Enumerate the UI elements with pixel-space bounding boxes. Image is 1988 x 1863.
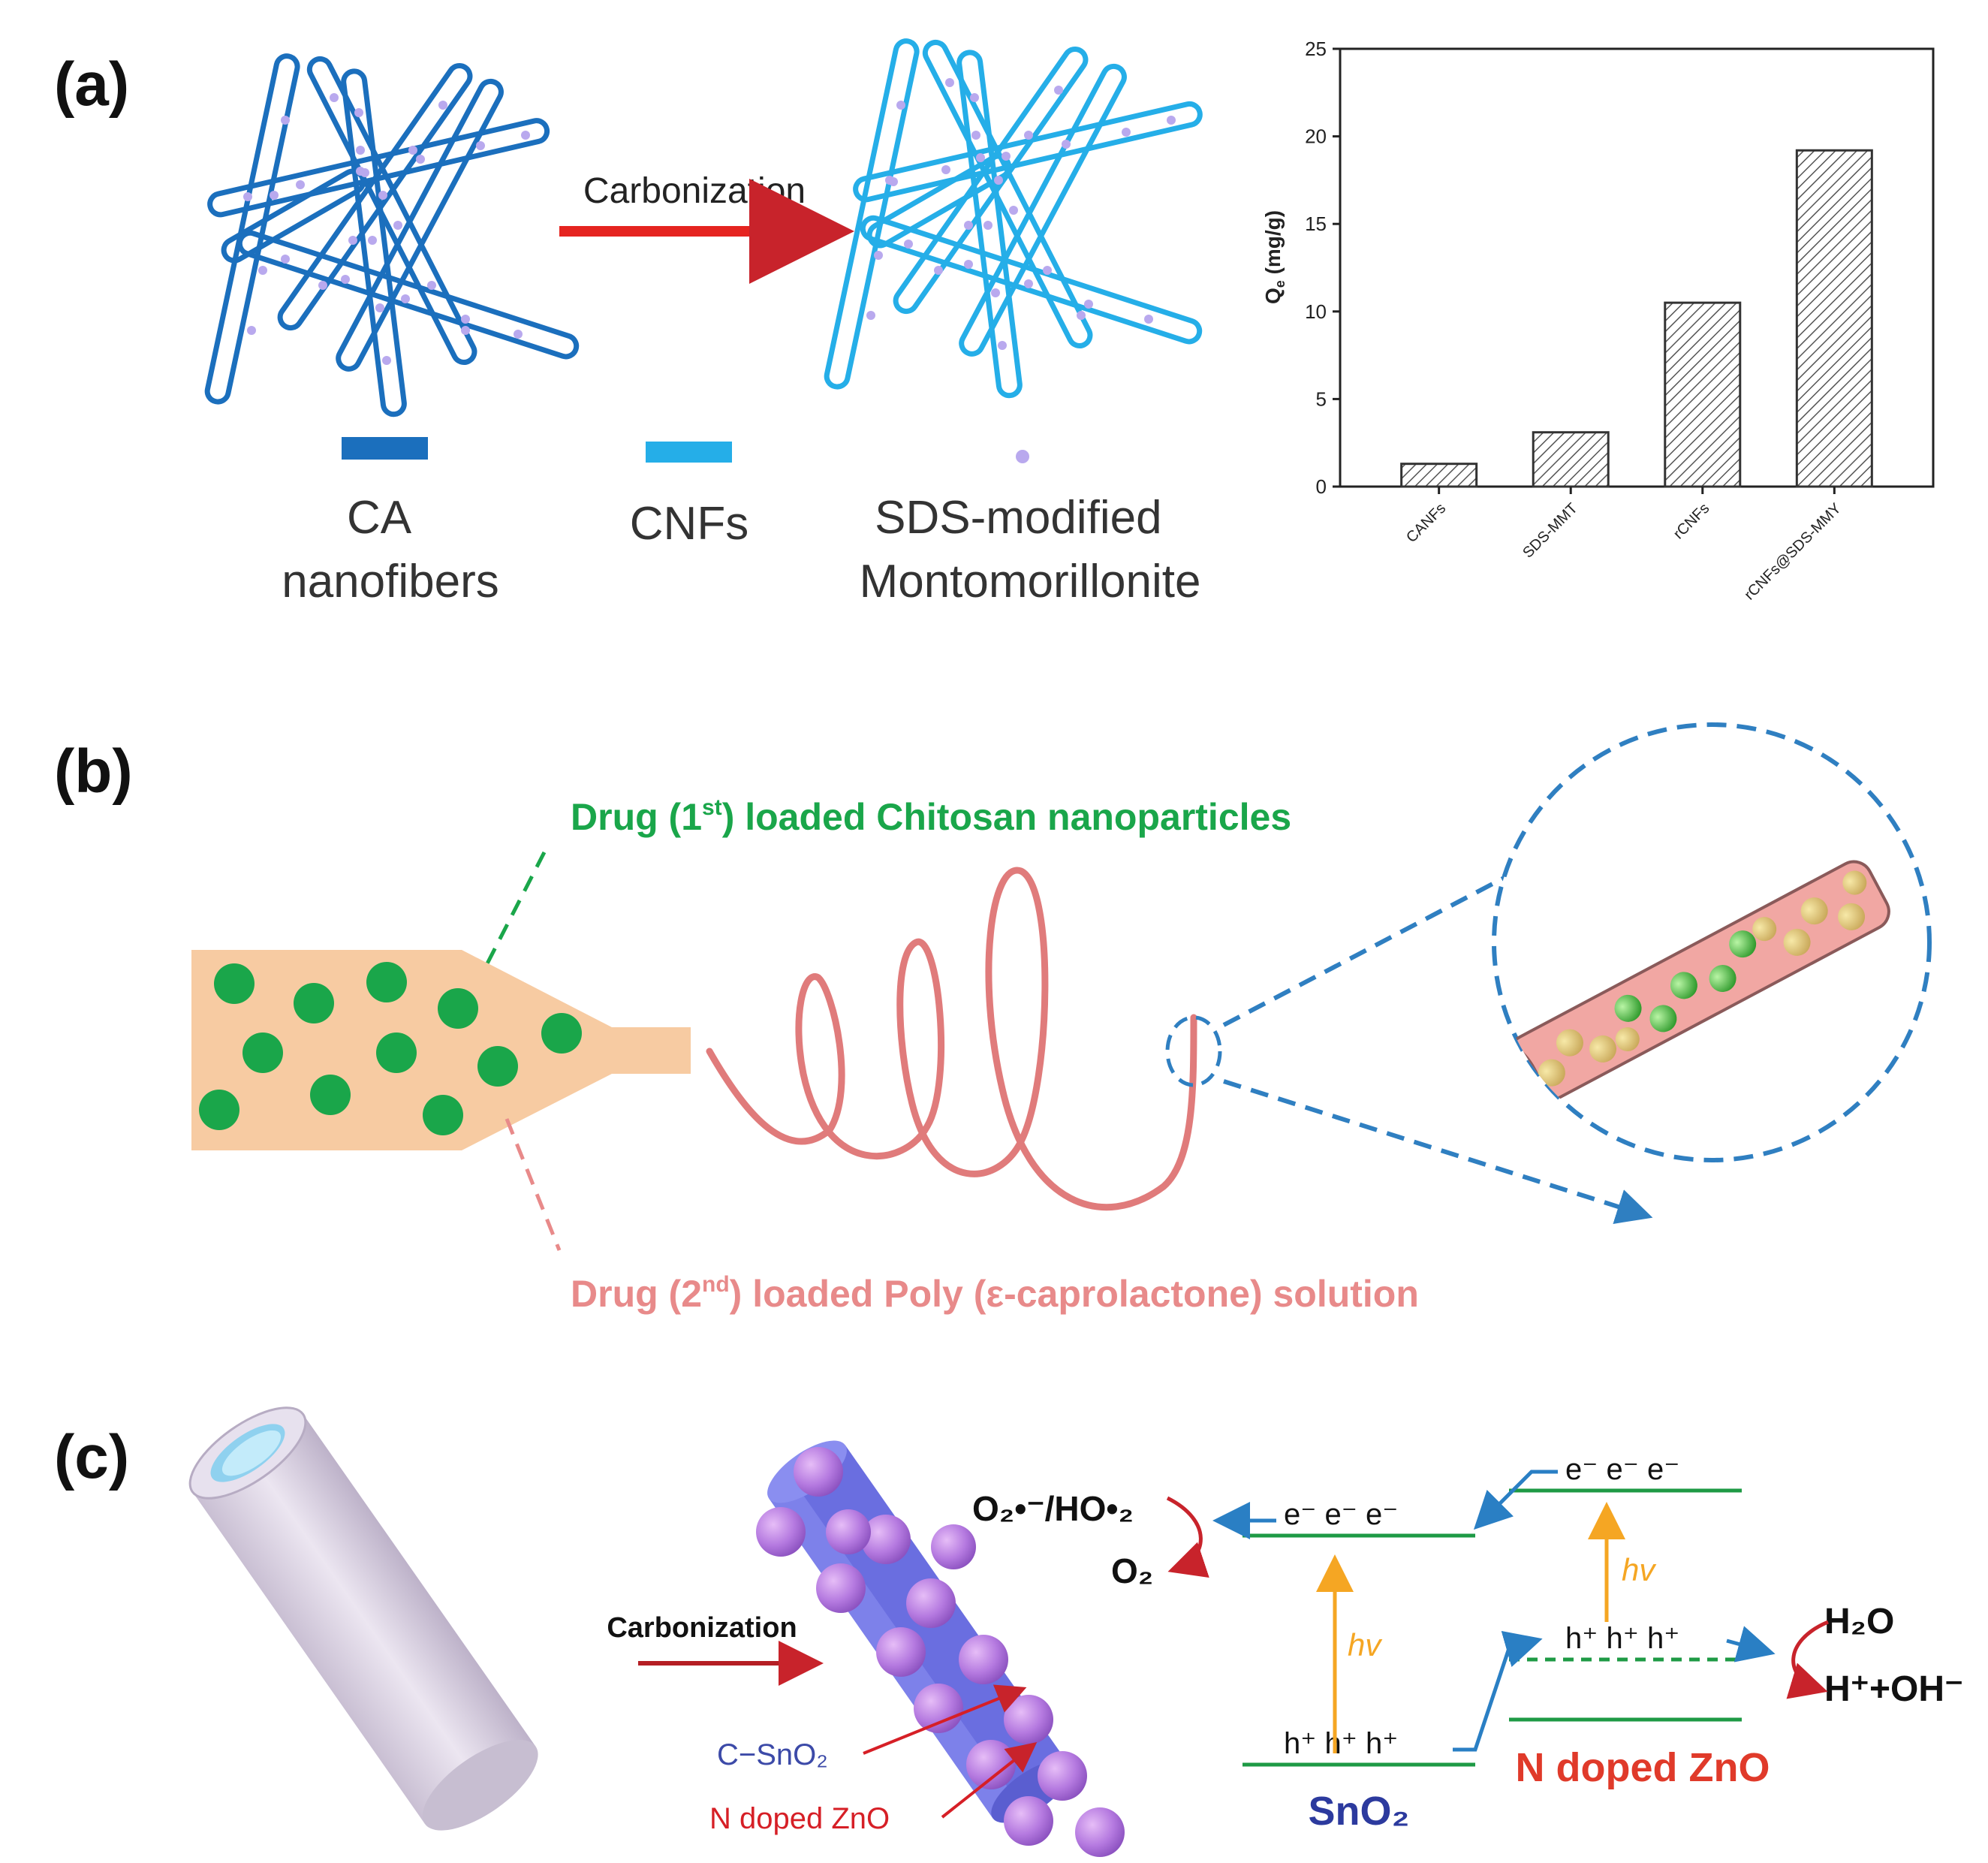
- csno2-callout-line: [863, 1684, 1027, 1755]
- oxygen-reduction-arrow: [1166, 1496, 1209, 1578]
- chart-x-axis: CANFs SDS-MMT rCNFs rCNFs@SDS-MMY: [1403, 487, 1845, 604]
- legend-label-ca-line2: nanofibers: [282, 556, 499, 607]
- band-diagram: e⁻ e⁻ e⁻ e⁻ e⁻ e⁻ h⁺ h⁺ h⁺ h⁺ h⁺ h⁺ hv h…: [972, 1453, 1963, 1834]
- sno2-band-label: SnO₂: [1309, 1789, 1410, 1834]
- cnf-montmorillonite-dots: [866, 78, 1176, 350]
- y-tick-label: 0: [1316, 475, 1327, 498]
- cnf-fiber-bundle: [824, 38, 1203, 399]
- x-tick-label: rCNFs@SDS-MMY: [1741, 500, 1845, 604]
- zno-hv-label: hv: [1622, 1552, 1657, 1587]
- csno2-callout: C−SnO₂: [717, 1738, 828, 1771]
- y-tick-label: 25: [1305, 38, 1327, 60]
- x-tick-label: rCNFs: [1670, 500, 1712, 542]
- sno2-holes: h⁺ h⁺ h⁺: [1284, 1727, 1398, 1760]
- hole-transfer-arrow: [1453, 1630, 1543, 1752]
- sno2-hv-label: hv: [1348, 1627, 1383, 1663]
- zoom-line-bottom: [1223, 1079, 1653, 1224]
- legend-label-mmt-line1: SDS-modified: [875, 492, 1161, 544]
- zno-holes: h⁺ h⁺ h⁺: [1565, 1622, 1679, 1655]
- ca-montmorillonite-dots: [243, 93, 530, 365]
- carbonization-label-c: Carbonization: [607, 1612, 797, 1644]
- products-label: H⁺+OH⁻: [1824, 1669, 1963, 1709]
- carbonization-label-a: Carbonization: [583, 171, 806, 211]
- panel-a-label: (a): [54, 50, 129, 119]
- y-tick-label: 10: [1305, 300, 1327, 323]
- panel-b-label: (b): [54, 737, 133, 806]
- legend-label-cnf: CNFs: [630, 498, 749, 550]
- nzno-callout: N doped ZnO: [709, 1802, 890, 1835]
- zno-band-label: N doped ZnO: [1516, 1745, 1770, 1790]
- ca-nanofiber-bundle: [204, 53, 580, 418]
- zno-electrons: e⁻ e⁻ e⁻: [1565, 1453, 1679, 1486]
- svg-text:CA nanofibers: CA nanofibers: [282, 492, 499, 607]
- bar-rcnfs-sds-mmy: [1795, 149, 1873, 488]
- y-tick-label: 15: [1305, 213, 1327, 235]
- legend-swatch-ca: [342, 437, 428, 460]
- chart-bars: [1400, 149, 1873, 488]
- oxygen-label: O₂: [1111, 1551, 1153, 1590]
- legend-label-ca-line1: CA: [347, 492, 412, 544]
- chart-y-axis: 0 5 10 15 20 25: [1305, 38, 1340, 498]
- c-sno2-rod-with-zno: [756, 1440, 1125, 1857]
- panel-c-label: (c): [54, 1423, 129, 1491]
- legend-label-mmt-line2: Montomorillonite: [860, 556, 1201, 607]
- electron-transfer-arrow: [1473, 1470, 1558, 1530]
- hole-to-water-arrow: [1726, 1626, 1776, 1663]
- y-tick-label: 5: [1316, 387, 1327, 410]
- qe-bar-chart: 0 5 10 15 20 25 CANFs SDS-MMT rCNFs rCNFs@SDS-MM…: [1261, 38, 1935, 604]
- superoxide-label: O₂•⁻/HO•₂: [972, 1489, 1134, 1528]
- precursor-hollow-tube: [188, 1406, 538, 1831]
- electrospun-fiber-jet: [706, 867, 1197, 1211]
- water-oxidation-arrow: [1786, 1620, 1829, 1699]
- water-label: H₂O: [1824, 1602, 1894, 1641]
- chitosan-label: Drug (1st) loaded Chitosan nanoparticles: [571, 795, 1291, 838]
- pcl-leader-line: [505, 1118, 562, 1251]
- svg-text:SDS-modified Montomorill: SDS-modified Montomorillonite: [860, 492, 1201, 607]
- pcl-label: Drug (2nd) loaded Poly (ε-caprolactone) …: [571, 1272, 1419, 1315]
- legend-a: CA nanofibers CNFs SDS-modified Montomor…: [282, 437, 1200, 607]
- chitosan-nanoparticles: [199, 962, 582, 1135]
- zno-spheres: [756, 1447, 1125, 1857]
- y-tick-label: 20: [1305, 125, 1327, 148]
- sno2-electrons: e⁻ e⁻ e⁻: [1284, 1498, 1398, 1531]
- bar-sds-mmt: [1532, 431, 1610, 488]
- nzno-callout-line: [941, 1742, 1038, 1819]
- zoomed-core-shell-fiber: [1496, 860, 1890, 1112]
- zoom-source-ellipse: [1165, 1015, 1222, 1087]
- bar-rcnfs: [1664, 301, 1742, 488]
- bar-canfs: [1400, 463, 1478, 488]
- x-tick-label: CANFs: [1403, 500, 1449, 546]
- chart-plot-frame: [1339, 47, 1935, 488]
- legend-swatch-mmt: [1016, 450, 1029, 463]
- chart-y-axis-label: Qe (mg/g): [1261, 210, 1288, 304]
- x-tick-label: SDS-MMT: [1520, 500, 1581, 562]
- legend-swatch-cnf: [646, 442, 732, 463]
